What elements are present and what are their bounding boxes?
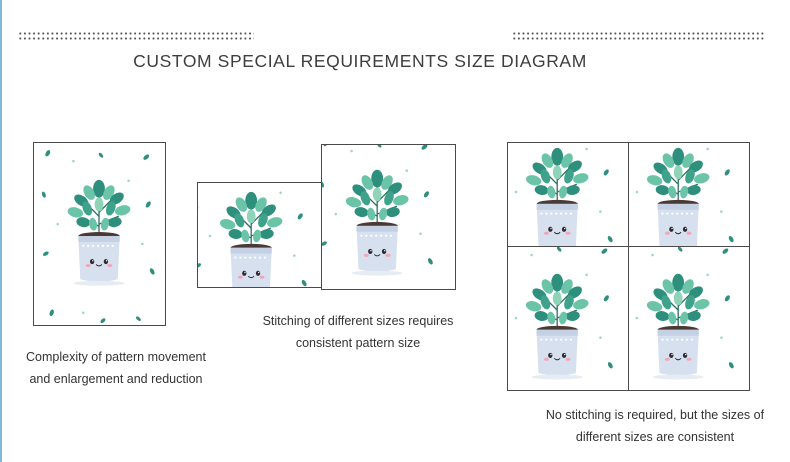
grid-cell-bottom-left (507, 246, 629, 391)
caption-middle: Stitching of different sizes requires co… (250, 310, 466, 354)
single-pattern-panel (33, 142, 166, 326)
grid-cell-top-right (628, 142, 750, 247)
dotted-divider-left (18, 31, 254, 41)
plant-pot-illustration (629, 143, 736, 246)
stitch-panel-small (197, 182, 323, 288)
page-title: CUSTOM SPECIAL REQUIREMENTS SIZE DIAGRAM (133, 51, 587, 71)
caption-line: and enlargement and reduction (29, 372, 203, 386)
plant-pot-illustration (198, 183, 309, 287)
dotted-divider-right (512, 31, 766, 41)
caption-left: Complexity of pattern movement and enlar… (22, 346, 210, 390)
plant-pot-illustration (322, 145, 435, 289)
plant-pot-illustration (629, 247, 736, 390)
plant-pot-illustration (40, 148, 157, 325)
caption-right: No stitching is required, but the sizes … (536, 404, 774, 448)
plant-pot-illustration (508, 247, 615, 390)
caption-line: No stitching is required, but the sizes … (545, 408, 765, 422)
stitch-panel-large (321, 144, 456, 290)
caption-line: different sizes are consistent (575, 430, 735, 444)
caption-line: Stitching of different sizes requires (262, 314, 454, 328)
left-accent-rule (0, 0, 2, 462)
grid-cell-top-left (507, 142, 629, 247)
plant-pot-illustration (508, 143, 615, 246)
caption-line: Complexity of pattern movement (26, 350, 206, 364)
grid-cell-bottom-right (628, 246, 750, 391)
caption-line: consistent pattern size (295, 336, 421, 350)
